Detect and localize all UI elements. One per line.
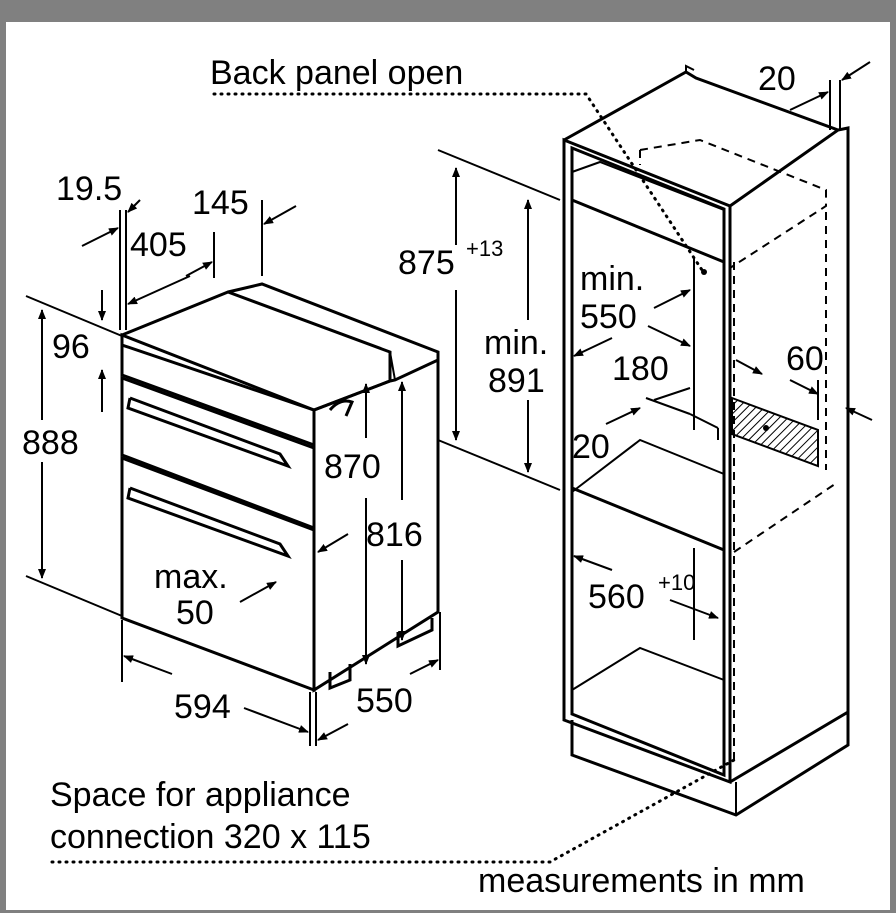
label-870: 870	[324, 448, 381, 486]
label-560-tolerance: +10	[658, 570, 695, 595]
dimension-lines	[25, 61, 873, 746]
label-550-bottom: 550	[356, 682, 413, 720]
dimension-labels: Back panel open 20 19.5 145 405 875 +13 …	[22, 54, 824, 900]
leader-lines	[50, 92, 736, 864]
label-180: 180	[612, 350, 669, 388]
cabinet-drawing	[562, 64, 850, 817]
label-96: 96	[52, 328, 90, 366]
label-20-mid: 20	[572, 428, 610, 466]
label-816: 816	[366, 516, 423, 554]
label-space-line-2: connection 320 x 115	[50, 818, 371, 856]
label-594: 594	[174, 688, 231, 726]
label-back-panel: Back panel open	[210, 54, 463, 92]
label-888: 888	[22, 424, 79, 462]
label-19-5: 19.5	[56, 170, 122, 208]
label-min-1: min.	[580, 260, 644, 298]
label-50: 50	[176, 594, 214, 632]
label-max: max.	[154, 558, 228, 596]
label-20-top: 20	[758, 60, 796, 98]
label-891: 891	[488, 362, 545, 400]
label-560: 560	[588, 578, 645, 616]
oven-drawing	[120, 282, 440, 693]
label-405: 405	[130, 226, 187, 264]
label-60: 60	[786, 340, 824, 378]
label-550-min: 550	[580, 298, 637, 336]
label-min-2: min.	[484, 324, 548, 362]
label-875: 875	[398, 244, 455, 282]
label-space-line-1: Space for appliance	[50, 776, 351, 814]
label-145: 145	[192, 184, 249, 222]
label-units: measurements in mm	[478, 862, 805, 900]
label-875-tolerance: +13	[466, 236, 503, 261]
